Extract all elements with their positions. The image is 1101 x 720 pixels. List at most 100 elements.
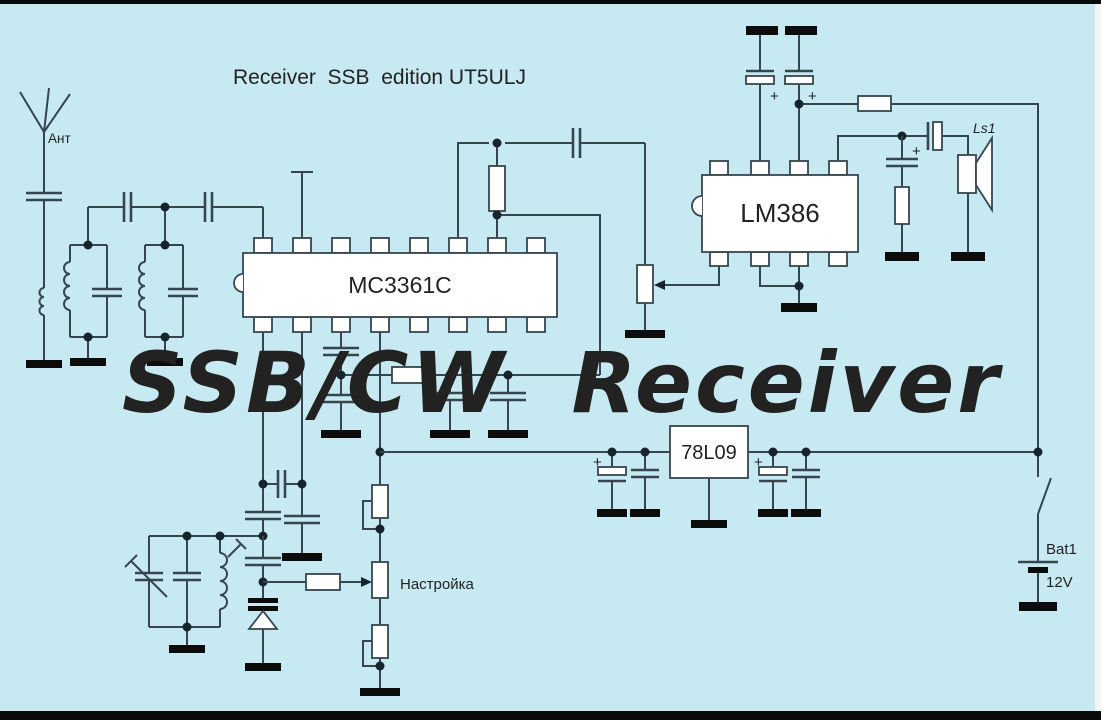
trimmer-wiper	[362, 640, 380, 667]
ground-symbol	[951, 252, 985, 261]
ic-pin	[292, 237, 312, 254]
ic-label: MC3361C	[348, 272, 452, 298]
junction-dot	[492, 138, 502, 148]
speaker-label: Ls1	[973, 120, 996, 136]
ground-symbol	[282, 553, 322, 561]
ic-pin	[750, 251, 770, 267]
ic-notch	[691, 195, 703, 217]
resistor	[391, 366, 428, 384]
plus-sign: +	[593, 454, 602, 471]
ic-pin	[526, 237, 546, 254]
junction-dot	[215, 531, 225, 541]
ic-pin	[409, 237, 429, 254]
junction-dot	[492, 210, 502, 220]
battery-label: Bat1	[1046, 541, 1077, 558]
ground-symbol	[630, 509, 660, 517]
ic-pin	[253, 316, 273, 333]
varactor-plate	[248, 598, 278, 603]
watermark-text: SSB/CW Receiver	[122, 334, 1003, 432]
ic-pin	[487, 237, 507, 254]
varactor-diode	[247, 609, 279, 630]
bottom-edge-bar	[0, 711, 1101, 720]
capacitor	[886, 157, 918, 168]
top-edge-bar	[0, 0, 1101, 4]
ground-symbol	[488, 430, 528, 438]
ic-pin	[526, 316, 546, 333]
ic-body	[701, 174, 859, 253]
wire	[457, 142, 646, 375]
ground-symbol	[885, 252, 919, 261]
ground-symbol	[597, 509, 627, 517]
antenna-label: Ант	[48, 131, 71, 146]
electrolytic-capacitor	[758, 466, 788, 476]
open-terminal	[291, 171, 313, 238]
ic-pin	[789, 160, 809, 176]
resistor	[857, 95, 892, 112]
wire	[1037, 103, 1052, 602]
junction-dot	[160, 332, 170, 342]
vfo-section	[124, 332, 372, 671]
electrolytic-capacitor	[784, 75, 814, 85]
ic-notch	[233, 273, 244, 293]
capacitor	[26, 191, 62, 202]
ic-pin	[292, 316, 312, 333]
capacitor	[245, 510, 281, 521]
tuning-label: Настройка	[400, 576, 475, 593]
junction-dot	[640, 447, 650, 457]
capacitor	[792, 468, 820, 479]
audio-output-network	[457, 128, 646, 375]
ground-symbol	[360, 688, 400, 696]
ground-symbol	[70, 358, 106, 366]
wiper-arrow	[361, 577, 372, 587]
amplifier-section: + + LM386 + Ls1	[691, 26, 1038, 312]
junction-dot	[607, 447, 617, 457]
ic-pin	[487, 316, 507, 333]
right-edge-strip	[1095, 4, 1101, 711]
junction-dot	[794, 99, 804, 109]
inductor	[63, 261, 71, 311]
potentiometer	[636, 264, 654, 304]
antenna-section: Ант	[19, 87, 71, 368]
ground-symbol	[26, 360, 62, 368]
wire	[644, 266, 720, 330]
capacitor	[571, 128, 582, 158]
junction-dot	[1033, 447, 1043, 457]
ic-pin	[709, 251, 729, 267]
resistor	[894, 186, 910, 225]
ground-symbol	[758, 509, 788, 517]
capacitor	[490, 391, 526, 402]
junction-dot	[336, 370, 346, 380]
ground-symbol	[147, 358, 183, 366]
junction-dot	[375, 524, 385, 534]
tuning-potentiometer	[371, 561, 389, 599]
ic-pin	[331, 237, 351, 254]
electrolytic-capacitor	[745, 75, 775, 85]
junction-dot	[375, 661, 385, 671]
speaker-body	[957, 154, 977, 194]
ic-pin	[448, 316, 468, 333]
ic-pin	[828, 160, 848, 176]
ic-pin	[750, 160, 770, 176]
junction-dot	[297, 479, 307, 489]
input-coupling	[88, 192, 264, 238]
capacitor	[284, 514, 320, 525]
ic-pin	[409, 316, 429, 333]
capacitor	[323, 346, 359, 404]
junction-dot	[768, 447, 778, 457]
plus-sign: +	[912, 143, 921, 160]
antenna-icon	[19, 87, 71, 133]
ground-symbol	[691, 520, 727, 528]
junction-dot	[503, 370, 513, 380]
electrolytic-capacitor	[597, 466, 627, 476]
ic-pin	[709, 160, 729, 176]
ic-body	[242, 252, 558, 318]
junction-dot	[160, 240, 170, 250]
junction-dot	[258, 479, 268, 489]
electrolytic-capacitor	[932, 121, 943, 151]
ground-symbol	[430, 430, 470, 438]
capacitor	[432, 391, 468, 402]
ground-symbol	[321, 430, 361, 438]
plus-sign: +	[808, 88, 817, 105]
ic-pin	[448, 237, 468, 254]
